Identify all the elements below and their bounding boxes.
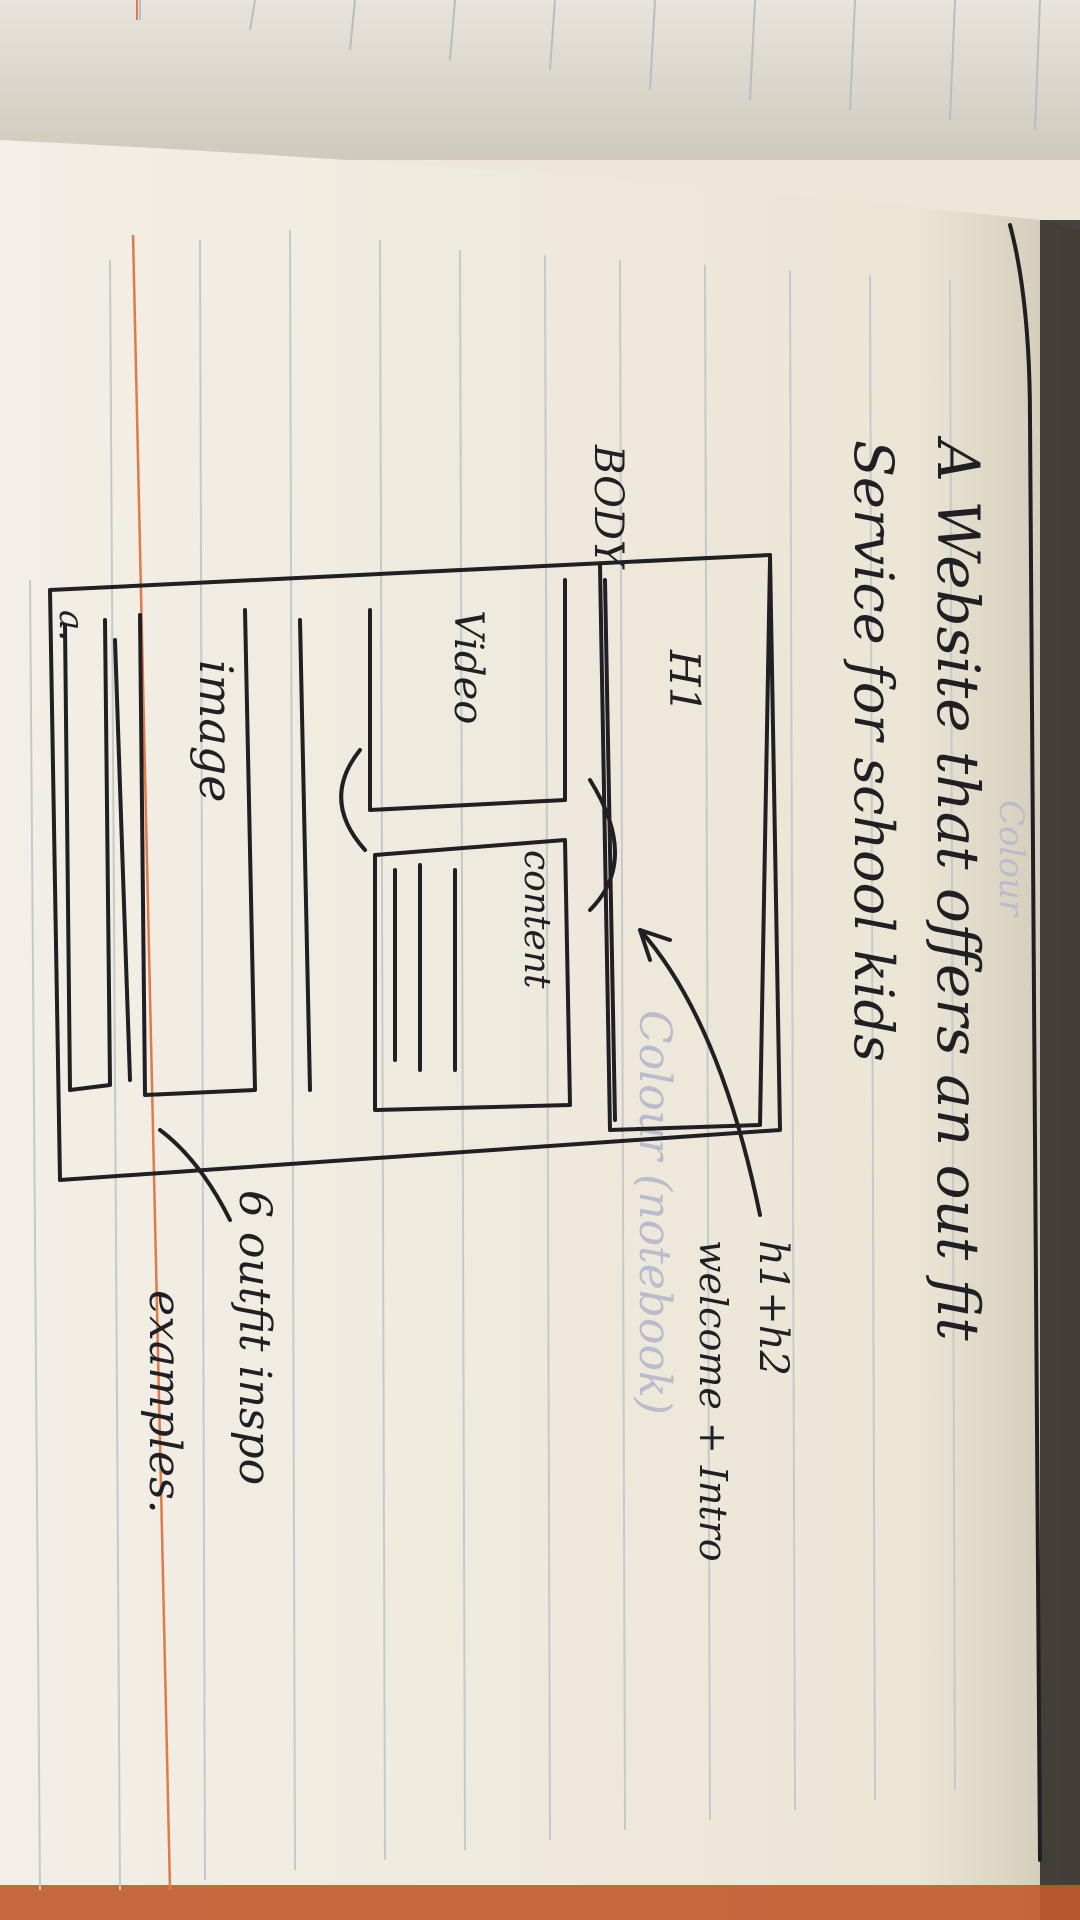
wireframe-section-divider xyxy=(298,618,312,1092)
margin-line xyxy=(131,234,172,1891)
page-border-line xyxy=(1008,223,1042,1862)
wireframe-content-label: content xyxy=(516,850,557,989)
previous-page-lines xyxy=(139,0,1041,131)
annotation-welcome: welcome + Intro xyxy=(691,1240,735,1562)
wireframe-video-label: Video xyxy=(445,610,491,724)
wireframe-body-label: BODY xyxy=(585,444,631,570)
wireframe-header-divider xyxy=(603,578,617,1122)
title-line-1: A Website that offers an out fit xyxy=(924,435,992,1341)
wireframe-footer-label: a. xyxy=(51,610,91,641)
annotation-outfits-2: examples. xyxy=(139,1290,190,1514)
bottom-edge xyxy=(0,1885,1080,1920)
pointer-arrow-h1 xyxy=(638,928,762,1217)
swap-arrow-bottom xyxy=(339,748,367,852)
faint-scribble-2: Colour (notebook) xyxy=(629,1010,680,1415)
wireframe-content-box xyxy=(373,838,572,1112)
title-line-2: Service for school kids xyxy=(842,440,905,1062)
notebook-page xyxy=(0,140,1080,1920)
faint-scribble-1: Colour xyxy=(991,800,1031,918)
wireframe-frame xyxy=(48,553,782,1182)
wireframe-header-box xyxy=(598,558,772,1132)
wireframe-video-box xyxy=(368,578,567,812)
wireframe-image-line xyxy=(113,638,132,1082)
annotation-headings: h1+h2 xyxy=(750,1240,796,1376)
wireframe-h1-label: H1 xyxy=(660,649,709,713)
wireframe-image-label: image xyxy=(189,660,243,802)
swap-arrow-top xyxy=(588,778,617,912)
annotation-outfits-1: 6 outfit inspo xyxy=(229,1190,280,1485)
wireframe-footer-box xyxy=(63,618,112,1092)
binding-edge xyxy=(1040,220,1080,1920)
pointer-arrow-image xyxy=(158,1128,232,1222)
pointer-arrow-h1-head xyxy=(638,928,672,962)
previous-page xyxy=(0,0,1080,160)
rule-lines xyxy=(29,229,956,1891)
wireframe-content-lines xyxy=(393,863,457,1072)
wireframe-image-box xyxy=(138,608,257,1097)
